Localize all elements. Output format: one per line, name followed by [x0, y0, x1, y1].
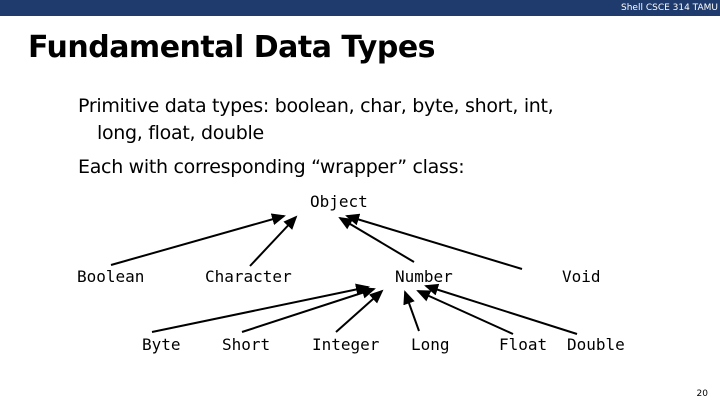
- arrow-integer-number: [335, 289, 384, 333]
- node-long: Long: [411, 335, 450, 354]
- node-byte: Byte: [142, 335, 181, 354]
- node-float: Float: [499, 335, 548, 354]
- bullet-line-1: Primitive data types: boolean, char, byt…: [78, 95, 554, 117]
- arrow-boolean-object: [110, 213, 286, 266]
- arrow-character-object: [249, 215, 298, 267]
- slide-title: Fundamental Data Types: [28, 30, 436, 65]
- top-banner: Shell CSCE 314 TAMU: [0, 0, 720, 16]
- arrow-short-number: [241, 287, 376, 333]
- arrow-void-object: [345, 213, 523, 270]
- node-object: Object: [310, 192, 368, 211]
- arrow-long-number: [403, 290, 420, 332]
- node-short: Short: [222, 335, 271, 354]
- header-label: Shell CSCE 314 TAMU: [621, 3, 718, 13]
- node-double: Double: [567, 335, 625, 354]
- arrow-float-number: [416, 290, 514, 335]
- bullet-line-2: long, float, double: [97, 122, 264, 144]
- page-number: 20: [696, 389, 708, 399]
- arrow-number-object: [338, 216, 415, 263]
- arrow-double-number: [424, 283, 578, 335]
- node-character: Character: [205, 267, 292, 286]
- arrow-byte-number: [151, 283, 370, 333]
- node-void: Void: [562, 267, 601, 286]
- node-integer: Integer: [312, 335, 380, 354]
- bullet-line-3: Each with corresponding “wrapper” class:: [78, 156, 465, 178]
- node-number: Number: [395, 267, 453, 286]
- node-boolean: Boolean: [77, 267, 145, 286]
